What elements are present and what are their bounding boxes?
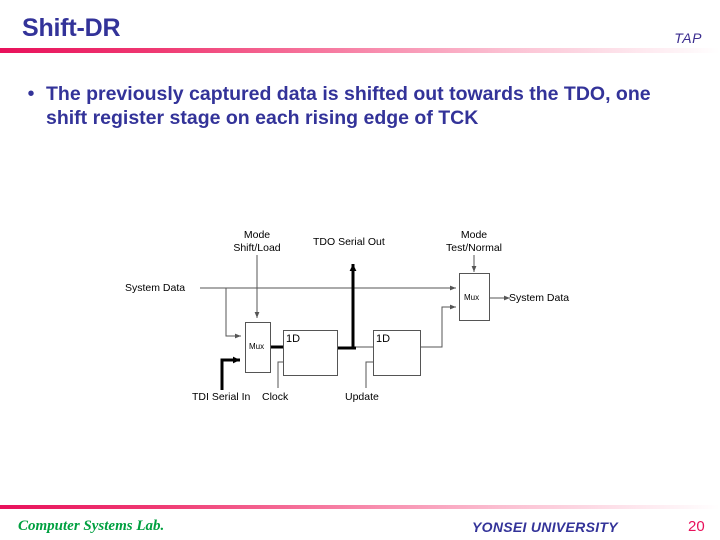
footer-university-label: YONSEI UNIVERSITY [472, 519, 618, 535]
bullet-list: • The previously captured data is shifte… [16, 82, 706, 130]
label-mode-test-normal-line1: Mode [460, 229, 488, 241]
label-system-data-input: System Data [125, 282, 186, 294]
footer-divider [0, 505, 720, 509]
footer-page-number: 20 [688, 518, 705, 535]
label-clock: Clock [262, 391, 289, 403]
bullet-text: The previously captured data is shifted … [46, 83, 651, 129]
bullet-point-icon: • [27, 83, 35, 105]
wire-system-data-branch [225, 288, 241, 339]
wire-ff2-out-to-mux [420, 304, 456, 348]
mux-test-normal-block [459, 273, 490, 321]
flipflop-update-label: 1D [376, 333, 391, 345]
mux-test-normal-label: Mux [464, 293, 480, 302]
label-tdo-serial-out: TDO Serial Out [313, 236, 385, 248]
page-title: Shift-DR [22, 14, 121, 42]
flipflop-capture-label: 1D [286, 333, 301, 345]
footer-lab-label: Computer Systems Lab. [18, 518, 165, 534]
wire-update [365, 361, 376, 388]
flipflop-update-block [373, 330, 421, 376]
label-mode-test-normal-line2: Test/Normal [445, 242, 502, 254]
header-divider [0, 48, 720, 53]
label-update: Update [345, 391, 379, 403]
label-mode-shift-load-line1: Mode [243, 229, 271, 241]
mux-shift-load-label: Mux [249, 342, 265, 351]
flipflop-capture-block [283, 330, 338, 376]
label-tdi-serial-in: TDI Serial In [192, 391, 251, 403]
mux-shift-load-block [245, 322, 271, 373]
label-system-data-output: System Data [509, 292, 570, 304]
wire-tdi-serial-in [220, 356, 240, 390]
label-mode-shift-load-line2: Shift/Load [233, 242, 281, 254]
header-tag-label: TAP [674, 30, 702, 46]
